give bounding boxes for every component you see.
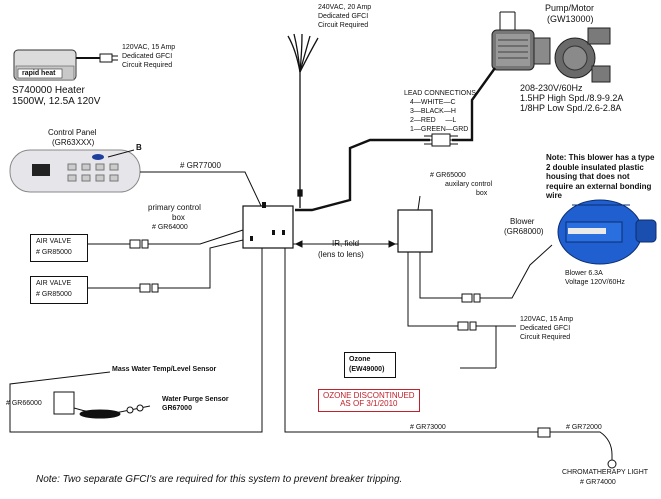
- control-panel-graphic: [9, 149, 141, 193]
- blower-spec-2: Voltage 120V/60Hz: [565, 279, 625, 286]
- ozone-part: (EW49000): [349, 366, 385, 373]
- blower-graphic: [557, 199, 657, 265]
- lead-row-3: 2—RED —L: [410, 117, 457, 124]
- main-supply-line3: Circuit Required: [318, 22, 369, 29]
- heater-graphic: [13, 49, 118, 81]
- ozone-discontinued-1: OZONE DISCONTINUED: [323, 391, 415, 400]
- main-supply-line2: Dedicated GFCI: [318, 13, 369, 20]
- pump-graphic: [491, 11, 611, 83]
- control-panel-part: (GR63XXX): [52, 138, 95, 147]
- light-connector-part: # GR72000: [566, 424, 602, 431]
- sensor-part: # GR66000: [6, 400, 42, 407]
- ozone-label: Ozone: [349, 356, 371, 363]
- primary-box-label-1: primary control: [148, 203, 201, 212]
- aux-box-label-2: box: [476, 190, 488, 197]
- aux-box-label-1: auxilary control: [445, 181, 493, 188]
- primary-box-part: # GR64000: [152, 224, 188, 231]
- air-valve-2-part: # GR85000: [36, 291, 72, 298]
- blower-supply-line2: Dedicated GFCI: [520, 325, 571, 332]
- aux-box-graphic: [397, 195, 433, 253]
- blower-supply-line1: 120VAC, 15 Amp: [520, 316, 574, 323]
- primary-box-label-2: box: [172, 213, 185, 222]
- control-panel-title: Control Panel: [48, 128, 97, 137]
- ozone-discontinued-badge: OZONE DISCONTINUED AS OF 3/1/2010: [318, 389, 420, 412]
- light-wires: [284, 248, 617, 469]
- light-cable-part: # GR73000: [410, 424, 446, 431]
- pump-spec-3: 1/8HP Low Spd./2.6-2.8A: [520, 103, 622, 113]
- ir-label-2: (lens to lens): [318, 250, 364, 259]
- lead-row-2: 3—BLACK—H: [410, 108, 456, 115]
- air-valve-2-label: AIR VALVE: [36, 280, 72, 287]
- pump-title: Pump/Motor: [545, 3, 595, 13]
- blower-note: Note: This blower has a type 2 double in…: [546, 153, 655, 201]
- blower-supply-line3: Circuit Required: [520, 334, 571, 341]
- blower-part: (GR68000): [504, 227, 544, 236]
- air-valve-1-label: AIR VALVE: [36, 238, 72, 245]
- lead-row-1: 4—WHITE—C: [410, 99, 456, 106]
- main-supply-line1: 240VAC, 20 Amp: [318, 4, 372, 11]
- footer-note: Note: Two separate GFCI's are required f…: [36, 474, 403, 485]
- aux-box-part: # GR65000: [430, 172, 466, 179]
- ozone-box: Ozone (EW49000): [344, 352, 396, 378]
- pump-spec-1: 208-230V/60Hz: [520, 83, 583, 93]
- heater-power-label-3: Circuit Required: [122, 62, 173, 69]
- air-valve-1: AIR VALVE # GR85000: [30, 234, 88, 262]
- lead-connections-title: LEAD CONNECTIONS: [404, 90, 476, 97]
- pump-cable: [295, 67, 496, 212]
- pump-spec-2: 1.5HP High Spd./8.9-9.2A: [520, 93, 624, 103]
- heater-brand: rapid heat: [22, 70, 56, 77]
- air-valve-2: AIR VALVE # GR85000: [30, 276, 88, 304]
- ozone-discontinued-2: AS OF 3/1/2010: [340, 399, 398, 409]
- heater-power-label-2: Dedicated GFCI: [122, 53, 173, 60]
- main-supply-wires: [287, 33, 319, 208]
- mass-sensor-label: Mass Water Temp/Level Sensor: [112, 366, 217, 373]
- heater-spec: 1500W, 12.5A 120V: [12, 96, 101, 107]
- control-panel-marker: B: [136, 143, 142, 152]
- air-valve-wires: [86, 229, 244, 293]
- sensor-wires: [9, 248, 263, 433]
- blower-title: Blower: [510, 217, 535, 226]
- air-valve-1-part: # GR85000: [36, 249, 72, 256]
- purge-sensor-label: Water Purge Sensor: [162, 396, 229, 403]
- ir-label-1: IR, field: [332, 239, 360, 248]
- ir-link: [293, 240, 398, 248]
- heater-power-label: 120VAC, 15 Amp: [122, 44, 176, 51]
- lead-row-4: 1—GREEN—GRD: [410, 126, 469, 133]
- heater-model: S740000 Heater: [12, 85, 85, 96]
- primary-box-graphic: [242, 202, 294, 249]
- aux-box-wires: [407, 244, 553, 369]
- light-part: # GR74000: [580, 479, 616, 486]
- light-title: CHROMATHERAPY LIGHT: [562, 469, 649, 476]
- purge-sensor-part: GR67000: [162, 405, 192, 412]
- pump-part: (GW13000): [547, 14, 594, 24]
- panel-cable: [140, 171, 263, 209]
- lead-connector: [424, 133, 458, 147]
- blower-spec-1: Blower 6.3A: [565, 270, 603, 277]
- panel-cable-part: # GR77000: [180, 161, 221, 170]
